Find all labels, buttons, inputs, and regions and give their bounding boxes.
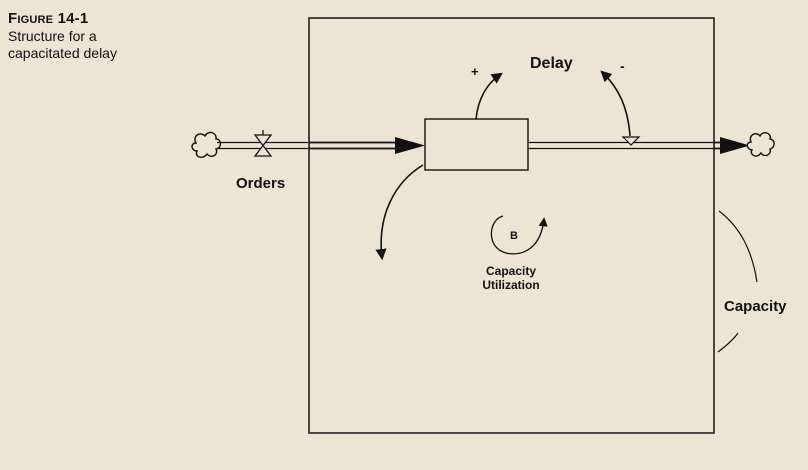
figure-label-number: 14-1 [57,10,89,27]
inflow-pipe [217,137,425,154]
loop-name-line2: Utilization [482,278,539,292]
capacity-arc-lower [717,332,739,353]
link-outflow-to-delay [600,70,631,137]
figure-label: Figure 14-1 [8,10,178,28]
stock-box [424,118,529,171]
outflow-pipe [528,137,750,154]
loop-name-line1: Capacity [486,264,536,278]
polarity-plus-label: + [471,64,479,79]
figure-caption: Figure 14-1 Structure for a capacitated … [8,10,178,62]
source-cloud-icon [191,131,222,158]
delay-label: Delay [530,55,573,72]
boundary-box [308,17,715,434]
balancing-loop-arrow-icon [490,215,548,255]
figure-label-prefix: Figure [8,10,54,27]
loop-letter: B [510,230,518,242]
orders-label: Orders [236,175,285,192]
polarity-minus-label: - [620,58,625,74]
figure-caption-text: Structure for a capacitated delay [8,28,117,61]
link-stock-to-delay [475,72,503,120]
outflow-valve-icon [621,136,641,146]
orders-valve-icon [253,130,273,157]
capacity-arc-upper [718,210,758,283]
capacity-label: Capacity [724,298,787,315]
link-stock-down [375,164,424,261]
sink-cloud-icon [746,132,775,157]
